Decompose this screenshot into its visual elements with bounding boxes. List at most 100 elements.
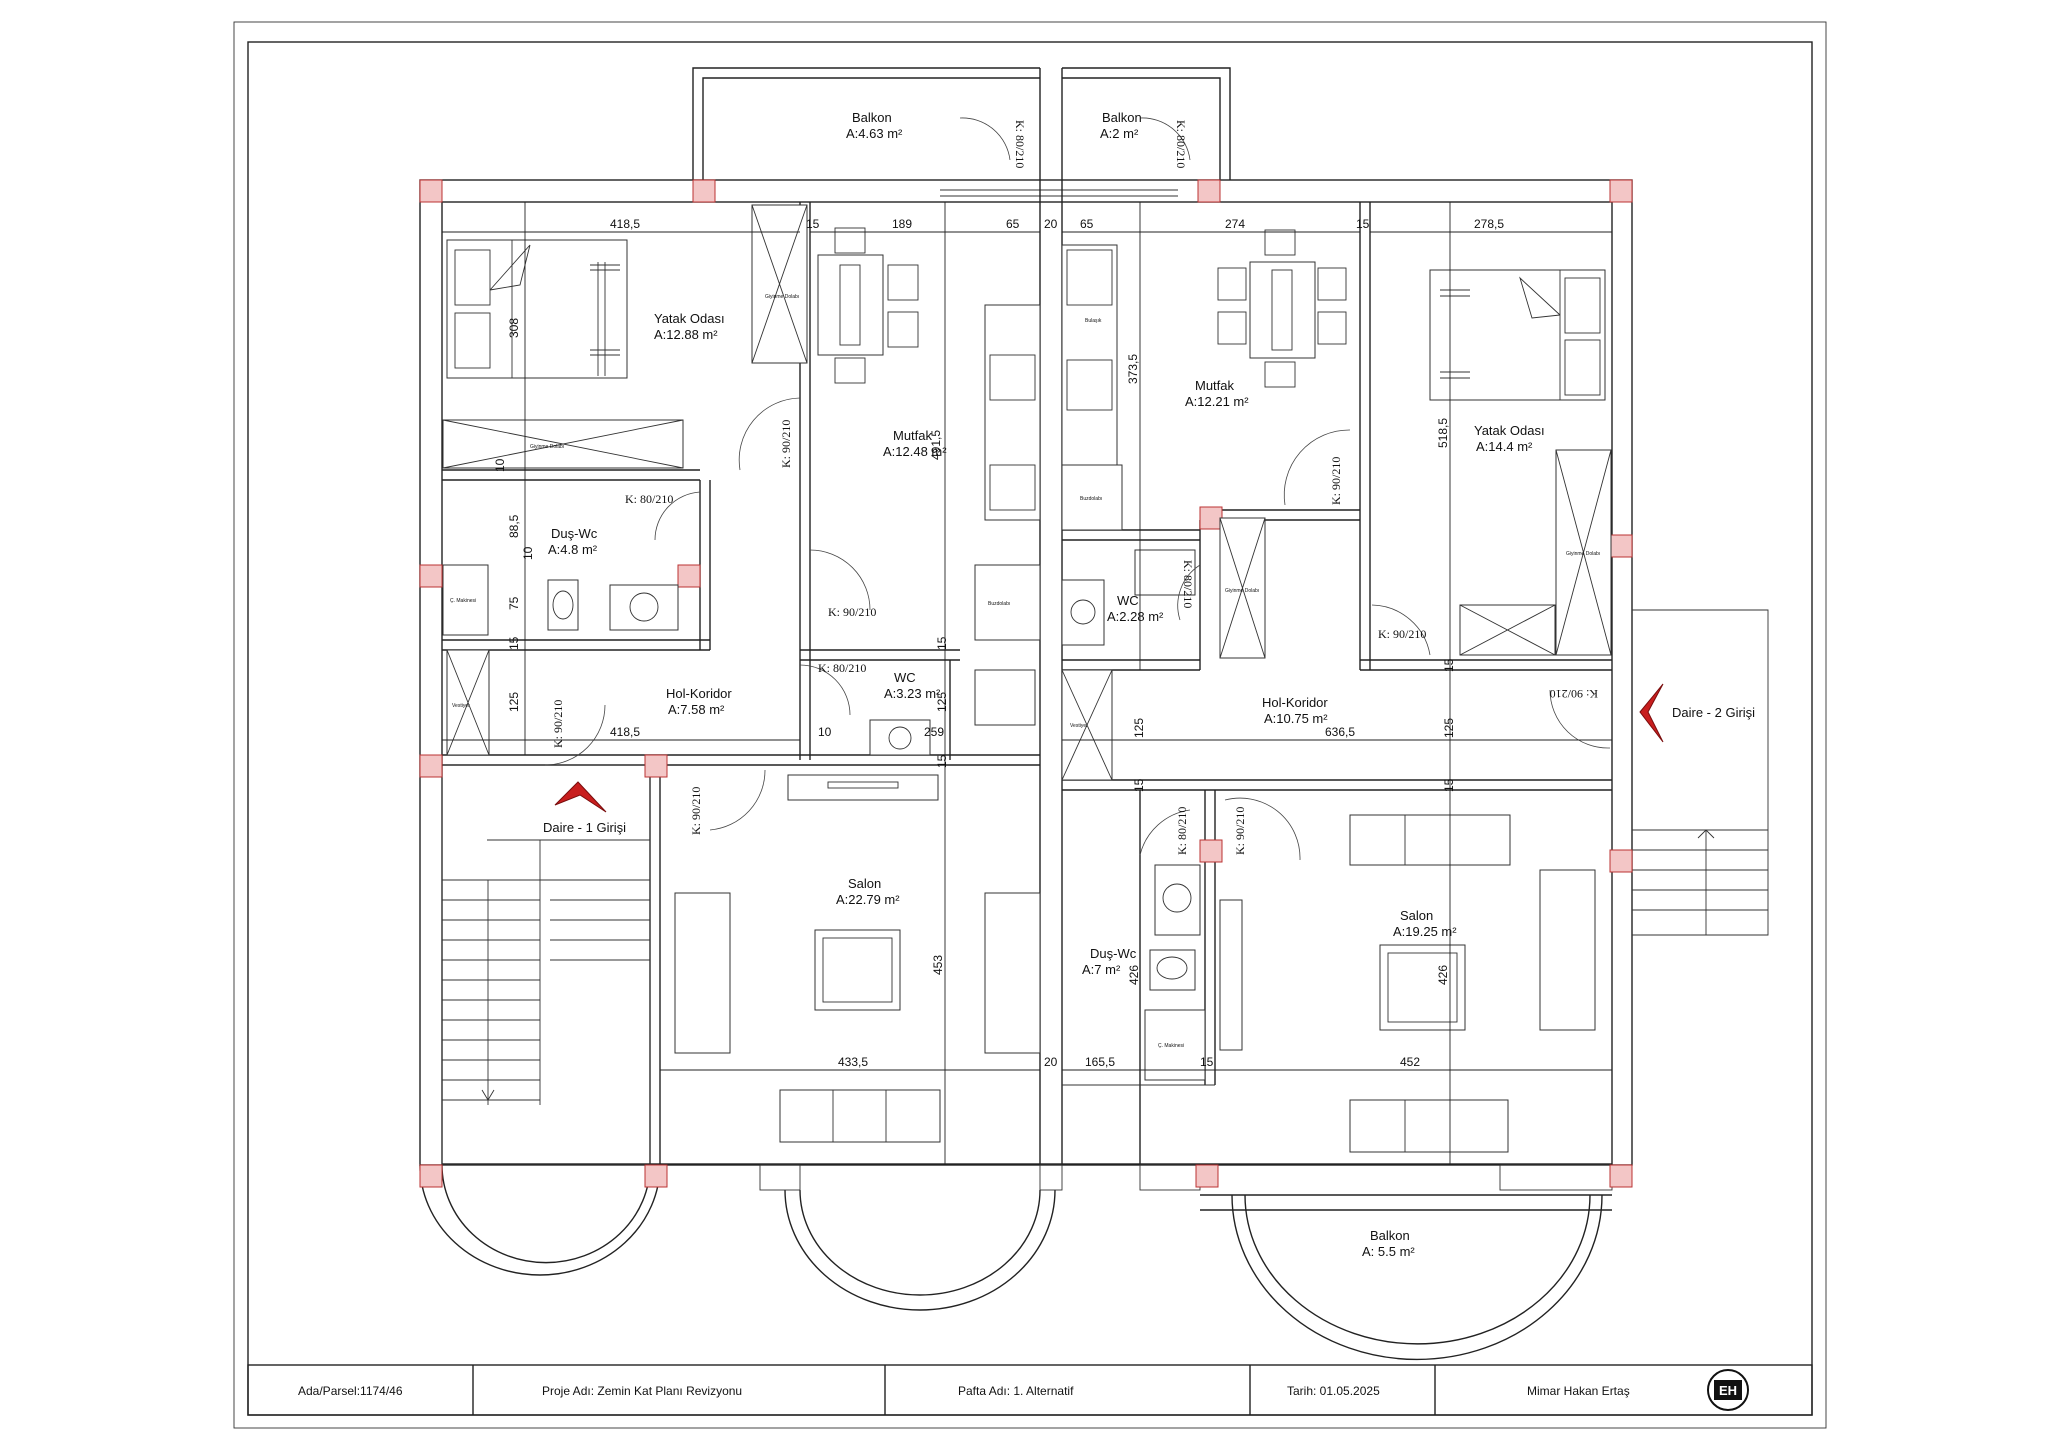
room-name: Hol-Koridor bbox=[666, 686, 732, 701]
door-label: K: 90/210 bbox=[828, 605, 876, 619]
dimension-label: 278,5 bbox=[1474, 217, 1504, 231]
curved-balconies bbox=[419, 1164, 1613, 1361]
dimension-label: 15 bbox=[1442, 778, 1456, 792]
door-label: K: 80/210 bbox=[1013, 120, 1027, 168]
dimension-label: 75 bbox=[507, 596, 521, 610]
wardrobe-mid: Giyinme Dolabı bbox=[1219, 517, 1266, 659]
fridge-label: Buzdolabı bbox=[988, 601, 1010, 607]
dimension-label: 125 bbox=[1442, 718, 1456, 738]
dishwasher-label: Bulaşık bbox=[1085, 318, 1102, 324]
wardrobe-label: Giyinme Dolabı bbox=[1566, 551, 1600, 557]
dimension-label: 373,5 bbox=[1126, 354, 1140, 384]
door-label: K: 90/210 bbox=[1550, 687, 1598, 701]
room-area: A:7 m² bbox=[1082, 962, 1121, 977]
dimension-label: 125 bbox=[935, 692, 949, 712]
dimension-label: 452 bbox=[1400, 1055, 1420, 1069]
room-area: A:12.48 m² bbox=[883, 444, 947, 459]
entrance-label: Daire - 1 Girişi bbox=[543, 820, 626, 835]
dimension-label: 259 bbox=[924, 725, 944, 739]
room-area: A:10.75 m² bbox=[1264, 711, 1328, 726]
architect-logo-icon: EH bbox=[1707, 1369, 1749, 1411]
dining-table-left bbox=[817, 227, 919, 384]
dimension-label: 15 bbox=[1200, 1055, 1214, 1069]
room-area: A:2.28 m² bbox=[1107, 609, 1164, 624]
room-name: Balkon bbox=[1370, 1228, 1410, 1243]
room-area: A:19.25 m² bbox=[1393, 924, 1457, 939]
dimension-label: 10 bbox=[493, 458, 507, 472]
bed-right bbox=[1429, 269, 1606, 401]
salon-left-furniture bbox=[674, 774, 1041, 1143]
wardrobe-label: Giyinme Dolabı bbox=[765, 294, 799, 300]
room-name: Balkon bbox=[1102, 110, 1142, 125]
title-ada-parsel: Ada/Parsel:1174/46 bbox=[298, 1384, 403, 1398]
dimension-labels: 418,5 15 189 65 20 65 274 15 278,5 308 4… bbox=[493, 217, 1504, 1069]
room-area: A:12.21 m² bbox=[1185, 394, 1249, 409]
room-name: Yatak Odası bbox=[654, 311, 725, 326]
dimension-label: 15 bbox=[935, 754, 949, 768]
dimension-label: 15 bbox=[1356, 217, 1370, 231]
vestiyer-left: Vestiyer bbox=[446, 649, 490, 756]
dimension-label: 10 bbox=[818, 725, 832, 739]
structural-columns bbox=[419, 179, 1633, 1188]
wardrobe-label: Giyinme Dolabı bbox=[1225, 588, 1259, 594]
entrance-label: Daire - 2 Girişi bbox=[1672, 705, 1755, 720]
bathroom-fixtures-right: Ç. Makinesi bbox=[1061, 549, 1206, 1081]
dimension-label: 189 bbox=[892, 217, 912, 231]
room-area: A:12.88 m² bbox=[654, 327, 718, 342]
sheet-outer-border bbox=[233, 21, 1827, 1429]
title-proje: Proje Adı: Zemin Kat Planı Revizyonu bbox=[542, 1384, 742, 1398]
dining-table-right bbox=[1217, 229, 1347, 388]
salon-right-furniture bbox=[1219, 814, 1596, 1153]
dimension-label: 15 bbox=[1442, 658, 1456, 672]
entrance-daire-1: Daire - 1 Girişi bbox=[543, 781, 626, 835]
room-name: Mutfak bbox=[893, 428, 933, 443]
top-balcony-outlines bbox=[692, 67, 1231, 197]
dimension-label: 20 bbox=[1044, 217, 1058, 231]
dimension-label: 418,5 bbox=[610, 217, 640, 231]
door-label: K: 80/210 bbox=[1181, 560, 1195, 608]
dimension-label: 15 bbox=[806, 217, 820, 231]
wardrobe-label: Giyinme Dolabı bbox=[530, 444, 564, 450]
room-name: Salon bbox=[848, 876, 881, 891]
door-label: K: 90/210 bbox=[1378, 627, 1426, 641]
dimension-label: 418,5 bbox=[610, 725, 640, 739]
dimension-label: 125 bbox=[507, 692, 521, 712]
title-block: Ada/Parsel:1174/46 Proje Adı: Zemin Kat … bbox=[247, 1364, 1813, 1416]
door-label: K: 80/210 bbox=[818, 661, 866, 675]
dimension-label: 88,5 bbox=[507, 514, 521, 538]
door-label: K: 90/210 bbox=[1329, 457, 1343, 505]
dimension-label: 308 bbox=[507, 318, 521, 338]
dimension-label: 518,5 bbox=[1436, 418, 1450, 448]
wardrobe-left-top: Giyinme Dolabı bbox=[751, 204, 808, 364]
entrance-daire-2: Daire - 2 Girişi bbox=[1639, 683, 1755, 743]
entrance-arrow-icon bbox=[1639, 683, 1664, 743]
dimension-label: 426 bbox=[1436, 965, 1450, 985]
door-label: K: 90/210 bbox=[689, 787, 703, 835]
right-stair-block bbox=[1632, 609, 1769, 936]
room-area: A:3.23 m² bbox=[884, 686, 941, 701]
vestiyer-label: Vestiyer bbox=[1070, 723, 1088, 729]
wardrobe-left-bottom: Giyinme Dolabı bbox=[442, 419, 684, 469]
kitchen-counter-left: Buzdolabı bbox=[974, 304, 1041, 641]
vestiyer-right: Vestiyer bbox=[1061, 669, 1113, 781]
dimension-lines bbox=[442, 202, 1612, 1165]
wardrobe-right: Giyinme Dolabı bbox=[1459, 449, 1612, 656]
kitchen-counter-right: Bulaşık Buzdolabı bbox=[1061, 244, 1123, 531]
room-area: A:14.4 m² bbox=[1476, 439, 1533, 454]
room-name: Duş-Wc bbox=[1090, 946, 1137, 961]
door-label: K: 80/210 bbox=[1174, 120, 1188, 168]
room-area: A:4.63 m² bbox=[846, 126, 903, 141]
vestiyer-label: Vestiyer bbox=[452, 703, 470, 709]
dimension-label: 65 bbox=[1006, 217, 1020, 231]
dimension-label: 165,5 bbox=[1085, 1055, 1115, 1069]
dimension-label: 453 bbox=[931, 955, 945, 975]
room-area: A:2 m² bbox=[1100, 126, 1139, 141]
dimension-label: 10 bbox=[521, 546, 535, 560]
room-name: Yatak Odası bbox=[1474, 423, 1545, 438]
door-label: K: 80/210 bbox=[625, 492, 673, 506]
room-area: A:7.58 m² bbox=[668, 702, 725, 717]
door-label: K: 90/210 bbox=[779, 420, 793, 468]
dimension-label: 274 bbox=[1225, 217, 1245, 231]
door-label: K: 80/210 bbox=[1175, 807, 1189, 855]
